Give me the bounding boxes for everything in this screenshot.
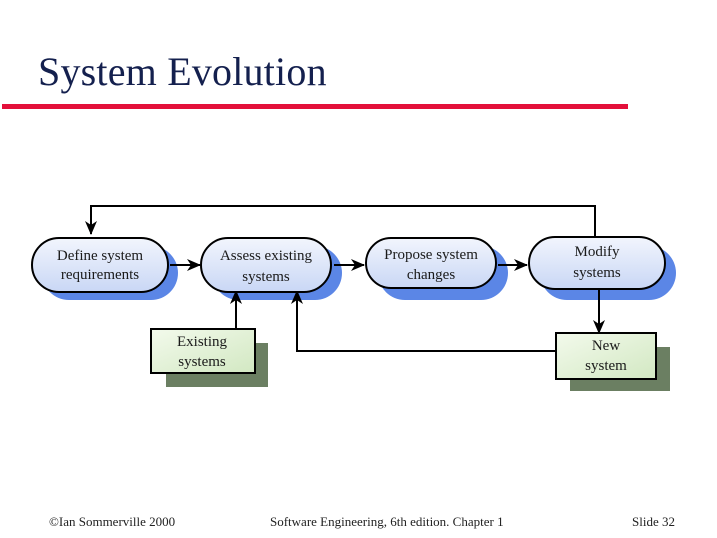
node-label: Existing	[177, 334, 228, 350]
node-label: changes	[407, 267, 455, 283]
artifact-node-new-system: New system	[555, 332, 657, 380]
title-underline	[2, 104, 628, 109]
node-label: Modify	[575, 244, 621, 260]
node-label: Define system	[57, 248, 144, 264]
arrow-new-to-assess	[291, 290, 556, 352]
process-node-assess: Assess existing systems	[200, 237, 332, 293]
connectors	[85, 205, 605, 352]
feedback-arrow	[85, 205, 596, 238]
node-label: New	[592, 338, 620, 354]
process-node-propose: Propose system changes	[365, 237, 497, 289]
footer-slide-number: Slide 32	[632, 514, 675, 529]
node-label: systems	[242, 269, 290, 285]
process-node-modify: Modify systems	[528, 236, 666, 290]
node-label: systems	[178, 354, 226, 370]
footer-book: Software Engineering, 6th edition. Chapt…	[270, 514, 504, 529]
slide-title: System Evolution	[38, 49, 327, 94]
node-label: Assess existing	[220, 248, 313, 264]
node-label: system	[585, 358, 627, 374]
node-label: requirements	[61, 267, 139, 283]
process-node-define: Define system requirements	[31, 237, 169, 293]
artifact-node-existing-systems: Existing systems	[150, 328, 256, 374]
footer-copyright: ©Ian Sommerville 2000	[49, 514, 176, 529]
node-label: systems	[573, 265, 621, 281]
node-label: Propose system	[384, 247, 478, 263]
